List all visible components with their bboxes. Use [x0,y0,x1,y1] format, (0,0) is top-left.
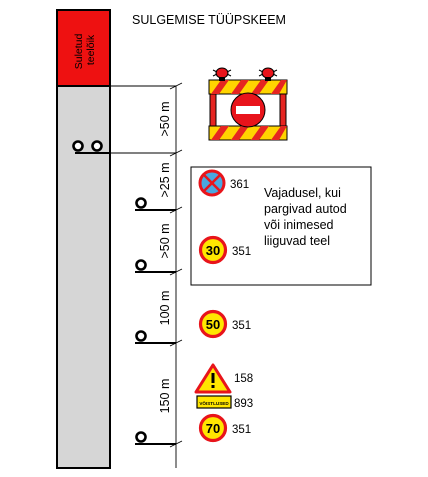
distance-label-3: >50 m [158,223,172,258]
road-barrier-icon [208,67,288,141]
closed-section-box [56,9,111,87]
distance-label-2: >25 m [158,162,172,197]
supplementary-plate-icon: VÕISTLUSED [196,395,232,409]
speed-limit-30-sign-icon: 30 [198,235,228,265]
sign-code-361: 361 [230,179,249,191]
closed-section-label: Suletud teelõik [73,31,97,70]
post-marker-icon [135,259,147,271]
sign-code-893: 893 [234,398,253,410]
sign-code-351-a: 351 [232,246,251,258]
post-marker-icon [135,197,147,209]
speed-value-70: 70 [206,421,220,436]
post-marker-icon [91,140,103,152]
post-marker-icon [72,140,84,152]
sign-post-markers [75,152,176,445]
no-stopping-sign-icon [198,169,226,197]
note-line-1: Vajadusel, kui [264,186,341,200]
post-marker-icon [135,330,147,342]
note-line-2: pargivad autod [264,202,347,216]
speed-limit-70-sign-icon: 70 [198,413,228,443]
distance-label-5: 150 m [158,379,172,414]
scheme-title: SULGEMISE TÜÜPSKEEM [132,13,286,27]
speed-limit-50-sign-icon: 50 [198,309,228,339]
distance-label-1: >50 m [158,101,172,136]
speed-value-30: 30 [206,243,220,258]
post-marker-icon [135,431,147,443]
plate-text: VÕISTLUSED [199,400,229,406]
warning-triangle-sign-icon [194,363,232,394]
sign-code-351-c: 351 [232,424,251,436]
note-line-4: liiguvad teel [264,234,330,248]
closed-section-label-line2: teelõik [85,34,97,65]
distance-label-4: 100 m [158,291,172,326]
dimension-lines [110,82,183,468]
closed-section-label-line1: Suletud [73,34,85,70]
warning-lamp-icon [212,67,232,81]
sign-code-351-b: 351 [232,320,251,332]
sign-code-158: 158 [234,373,253,385]
warning-lamp-icon [258,67,278,81]
speed-value-50: 50 [206,317,220,332]
note-line-3: või inimesed [264,218,334,232]
